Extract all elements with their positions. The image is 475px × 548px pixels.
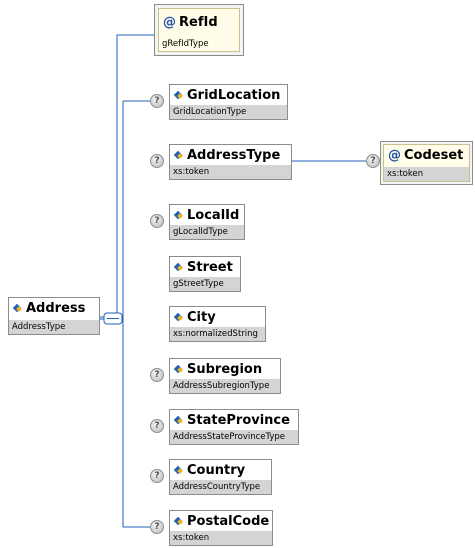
element-type: AddressStateProvinceType [170,430,298,444]
question-mark-icon: ? [150,520,164,534]
sequence-compositor-icon [103,312,123,325]
root-element-address[interactable]: Address AddressType [8,297,100,335]
element-name: Country [187,462,246,478]
element-localid[interactable]: LocalId gLocalIdType [169,204,245,240]
element-name: Subregion [187,361,263,377]
attribute-name: RefId [179,14,218,30]
element-country[interactable]: Country AddressCountryType [169,459,272,495]
element-diamond-icon [13,304,22,313]
at-sign-icon: @ [163,14,176,30]
element-diamond-icon [174,313,183,322]
element-name: City [187,309,216,325]
element-type: xs:token [170,531,272,545]
element-name: PostalCode [187,513,270,529]
attribute-connector [100,34,154,318]
element-diamond-icon [174,211,183,220]
element-type: xs:token [170,165,291,179]
question-mark-icon: ? [150,214,164,228]
attribute-refid[interactable]: @RefId gRefIdType [158,8,240,52]
element-type: gLocalIdType [170,225,244,239]
element-diamond-icon [174,91,183,100]
element-name: Street [187,259,233,275]
element-type: GridLocationType [170,105,287,119]
element-name: GridLocation [187,87,281,103]
question-mark-icon: ? [150,368,164,382]
at-sign-icon: @ [388,147,401,163]
element-stateprovince[interactable]: StateProvince AddressStateProvinceType [169,409,299,445]
attribute-type: gRefIdType [159,37,239,51]
element-diamond-icon [174,466,183,475]
attribute-name: Codeset [404,147,464,163]
element-subregion[interactable]: Subregion AddressSubregionType [169,358,281,394]
element-diamond-icon [174,517,183,526]
element-street[interactable]: Street gStreetType [169,256,241,292]
question-mark-icon: ? [150,154,164,168]
question-mark-icon: ? [150,419,164,433]
element-addresstype[interactable]: AddressType xs:token [169,144,292,180]
element-name: LocalId [187,207,240,223]
element-diamond-icon [174,263,183,272]
attribute-codeset[interactable]: @Codeset xs:token [383,144,470,182]
element-type: AddressCountryType [170,480,271,494]
question-mark-icon: ? [366,154,380,168]
element-city[interactable]: City xs:normalizedString [169,306,266,342]
element-diamond-icon [174,365,183,374]
element-type: xs:normalizedString [170,327,265,341]
element-postalcode[interactable]: PostalCode xs:token [169,510,273,546]
element-name: AddressType [187,147,281,163]
question-mark-icon: ? [150,469,164,483]
element-gridlocation[interactable]: GridLocation GridLocationType [169,84,288,120]
element-type: AddressType [9,320,99,334]
element-name: Address [26,300,86,316]
element-diamond-icon [174,416,183,425]
question-mark-icon: ? [150,94,164,108]
element-type: gStreetType [170,277,240,291]
element-name: StateProvince [187,412,290,428]
element-type: AddressSubregionType [170,379,280,393]
attribute-type: xs:token [384,167,469,181]
element-diamond-icon [174,151,183,160]
